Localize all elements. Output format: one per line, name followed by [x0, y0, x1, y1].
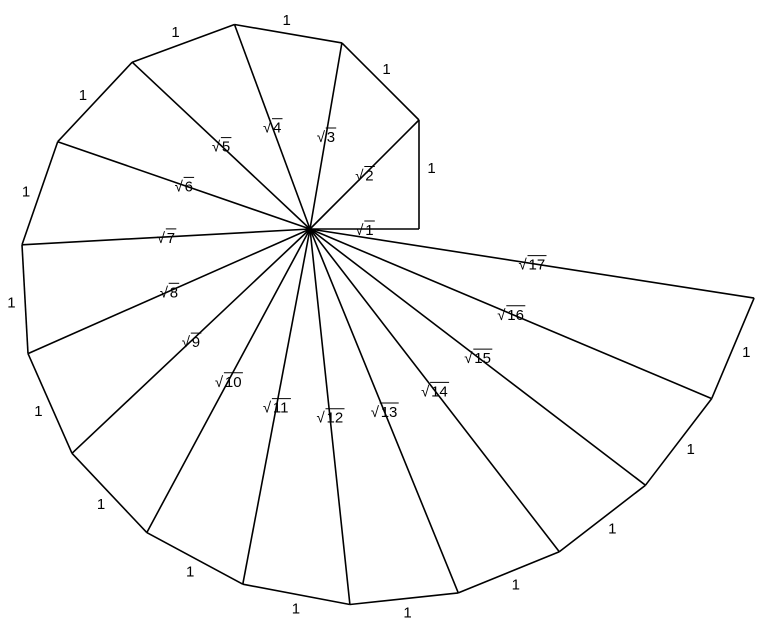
- unit-edge: [131, 23, 235, 63]
- unit-edge: [558, 484, 646, 553]
- spoke-label-sqrt-12: √12: [317, 408, 345, 427]
- unit-edge: [21, 244, 29, 354]
- unit-edge-label: 1: [292, 600, 300, 617]
- spoke-sqrt-15: [309, 228, 646, 486]
- radical-sign: √: [182, 334, 191, 351]
- radical-sign: √: [317, 410, 326, 427]
- radicand: 6: [185, 178, 193, 195]
- spoke-label-sqrt-8: √8: [160, 282, 180, 301]
- radical-sign: √: [157, 230, 166, 247]
- unit-edge-label: 1: [283, 12, 291, 29]
- radicand: 3: [327, 129, 335, 146]
- spoke-sqrt-4: [233, 24, 311, 230]
- unit-edge-label: 1: [687, 441, 695, 458]
- radicand: 2: [365, 168, 373, 185]
- radicand: 11: [273, 400, 289, 417]
- spoke-label-sqrt-6: √6: [175, 176, 195, 195]
- radical-sign: √: [263, 120, 272, 137]
- radicand: 12: [327, 410, 344, 427]
- unit-edge-label: 1: [403, 604, 411, 621]
- spoke-sqrt-2: [309, 119, 420, 230]
- radicand: 4: [273, 120, 281, 137]
- radical-sign: √: [497, 307, 506, 324]
- unit-edge-label: 1: [34, 403, 42, 420]
- spoke-sqrt-12: [309, 228, 351, 605]
- spoke-label-sqrt-14: √14: [421, 381, 450, 400]
- spoke-label-sqrt-1: √1: [355, 220, 375, 239]
- radical-sign: √: [212, 139, 221, 156]
- spoke-label-sqrt-17: √17: [519, 255, 547, 274]
- radical-sign: √: [263, 400, 272, 417]
- unit-edge: [71, 452, 148, 534]
- spoke-sqrt-8: [27, 228, 311, 355]
- radical-sign: √: [355, 168, 364, 185]
- unit-edge-label: 1: [22, 183, 30, 200]
- spoke-label-sqrt-10: √10: [215, 372, 243, 391]
- spoke-sqrt-13: [309, 228, 460, 594]
- unit-edge: [27, 353, 73, 454]
- spoke-label-sqrt-2: √2: [355, 166, 375, 185]
- unit-edge: [242, 583, 351, 606]
- radicand: 10: [225, 374, 242, 391]
- radicand: 15: [474, 350, 491, 367]
- spoke-sqrt-7: [21, 228, 311, 246]
- spoke-label-sqrt-4: √4: [263, 118, 283, 137]
- unit-edge-label: 1: [97, 496, 105, 513]
- unit-edge-label: 1: [427, 160, 435, 177]
- radical-sign: √: [215, 374, 224, 391]
- radical-sign: √: [355, 222, 364, 239]
- spoke-label-sqrt-16: √16: [497, 305, 526, 324]
- spoke-sqrt-5: [131, 61, 311, 230]
- unit-edge-label: 1: [186, 564, 194, 581]
- spoke-sqrt-11: [242, 228, 311, 585]
- radical-sign: √: [519, 257, 528, 274]
- spoke-label-sqrt-13: √13: [371, 402, 399, 421]
- unit-edge: [349, 592, 459, 606]
- spoke-label-sqrt-9: √9: [182, 332, 202, 351]
- unit-edge: [234, 23, 343, 44]
- spoke-label-sqrt-15: √15: [464, 348, 493, 367]
- radicand: 1: [365, 222, 373, 239]
- radical-sign: √: [175, 178, 184, 195]
- unit-edge-label: 1: [742, 344, 750, 361]
- spoke-sqrt-14: [309, 228, 560, 553]
- radicand: 9: [192, 334, 200, 351]
- radical-sign: √: [421, 383, 430, 400]
- unit-edge-label: 1: [79, 87, 87, 104]
- spoke-sqrt-16: [309, 228, 713, 400]
- unit-edge: [457, 551, 560, 594]
- radicand: 8: [170, 284, 178, 301]
- radical-sign: √: [371, 404, 380, 421]
- radicand: 5: [222, 139, 230, 156]
- spoke-sqrt-10: [146, 228, 311, 533]
- radicand: 16: [507, 307, 524, 324]
- spoke-sqrt-3: [309, 42, 343, 230]
- radical-sign: √: [317, 129, 326, 146]
- radical-sign: √: [464, 350, 473, 367]
- spoke-sqrt-6: [57, 140, 311, 230]
- radical-sign: √: [160, 284, 169, 301]
- spoke-sqrt-9: [71, 228, 311, 454]
- spoke-label-sqrt-3: √3: [317, 127, 337, 146]
- unit-edge-label: 1: [608, 520, 616, 537]
- unit-edge: [710, 297, 755, 399]
- unit-edge-label: 1: [382, 61, 390, 78]
- unit-edge: [146, 531, 244, 585]
- spoke-label-sqrt-5: √5: [212, 137, 232, 156]
- unit-edge: [57, 61, 133, 143]
- unit-edge: [21, 141, 59, 246]
- spoke-sqrt-17: [309, 228, 755, 299]
- radicand: 7: [167, 230, 175, 247]
- radicand: 17: [529, 257, 546, 274]
- radicand: 14: [431, 383, 448, 400]
- radicand: 13: [381, 404, 398, 421]
- unit-edge-label: 1: [171, 24, 179, 41]
- unit-edge-label: 1: [7, 295, 15, 312]
- unit-edge: [644, 398, 713, 486]
- unit-edge: [341, 42, 420, 121]
- spoke-label-sqrt-11: √11: [263, 398, 291, 417]
- spoke-label-sqrt-7: √7: [157, 228, 177, 247]
- unit-edge-label: 1: [512, 577, 520, 594]
